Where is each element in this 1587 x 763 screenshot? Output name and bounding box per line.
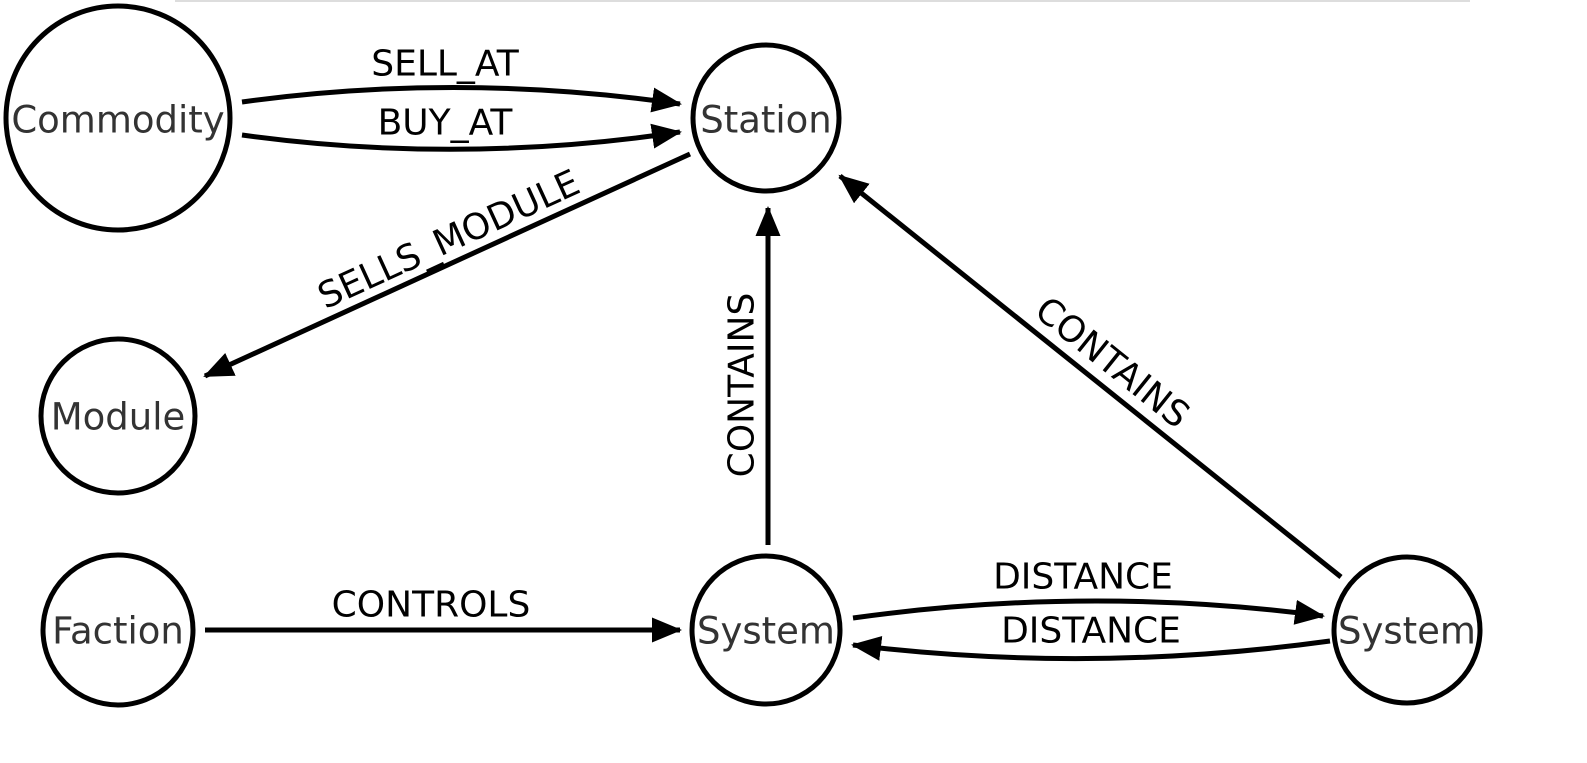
station-circle xyxy=(690,42,842,194)
contains-diagonal-label: CONTAINS xyxy=(1027,289,1197,436)
sell-at-label: SELL_AT xyxy=(371,44,520,85)
buy-at-arrow xyxy=(241,123,682,152)
edge-buy-at: BUY_AT xyxy=(241,103,682,152)
edge-distance-forward: DISTANCE xyxy=(852,557,1325,625)
commodity-label: Commodity xyxy=(11,99,224,142)
distance-back-arrow xyxy=(851,635,1331,662)
edge-sells-module: SELLS_MODULE xyxy=(203,151,692,379)
controls-label: CONTROLS xyxy=(332,585,531,626)
node-module[interactable]: Module xyxy=(38,336,198,496)
faction-circle xyxy=(40,552,196,708)
commodity-circle xyxy=(3,3,233,233)
node-faction[interactable]: Faction xyxy=(40,552,196,708)
sells-module-arrow xyxy=(203,151,692,379)
system-right-circle xyxy=(1331,554,1483,706)
sells-module-label: SELLS_MODULE xyxy=(312,162,586,317)
system-center-label: System xyxy=(697,610,835,653)
station-label: Station xyxy=(700,99,832,142)
buy-at-label: BUY_AT xyxy=(378,103,514,144)
node-commodity[interactable]: Commodity xyxy=(3,3,233,233)
faction-label: Faction xyxy=(52,610,184,653)
node-system-right[interactable]: System xyxy=(1331,554,1483,706)
system-center-circle xyxy=(689,553,843,707)
edge-contains-diagonal: CONTAINS xyxy=(838,174,1343,579)
module-label: Module xyxy=(51,396,186,439)
edge-distance-back: DISTANCE xyxy=(851,611,1331,662)
edge-controls: CONTROLS xyxy=(205,585,683,643)
node-station[interactable]: Station xyxy=(690,42,842,194)
sell-at-arrow xyxy=(241,84,682,113)
edge-sell-at: SELL_AT xyxy=(241,44,682,113)
contains-diagonal-arrow xyxy=(838,174,1343,579)
distance-back-label: DISTANCE xyxy=(1001,611,1181,652)
contains-vertical-label: CONTAINS xyxy=(722,293,763,478)
node-system-center[interactable]: System xyxy=(689,553,843,707)
distance-forward-arrow xyxy=(852,598,1325,625)
distance-forward-label: DISTANCE xyxy=(993,557,1173,598)
module-circle xyxy=(38,336,198,496)
system-right-label: System xyxy=(1338,610,1476,653)
edge-contains-vertical: CONTAINS xyxy=(722,205,781,545)
